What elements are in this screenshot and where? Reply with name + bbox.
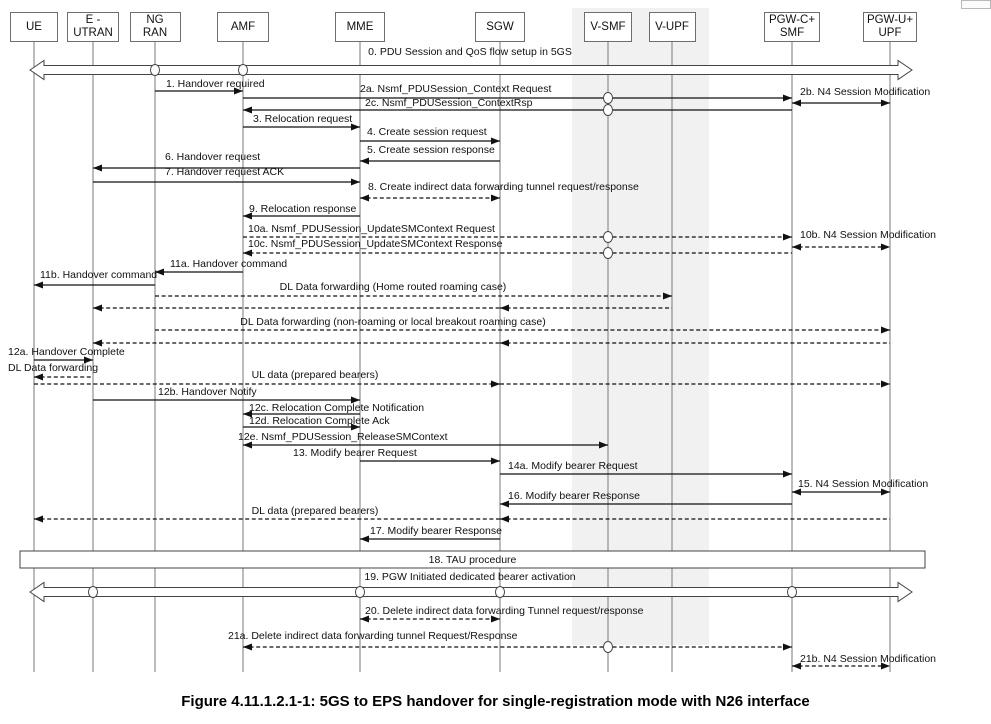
- arrowhead-icon: [360, 194, 369, 202]
- arrowhead-icon: [243, 249, 252, 257]
- arrowhead-icon: [663, 292, 672, 300]
- arrowhead-icon: [351, 396, 360, 404]
- arrowhead-icon: [881, 326, 890, 334]
- arrowhead-icon: [500, 339, 509, 347]
- lifeline-circle-icon: [355, 586, 365, 598]
- corner-artifact: [961, 0, 991, 9]
- arrowhead-icon: [783, 643, 792, 651]
- figure-caption: Figure 4.11.1.2.1-1: 5GS to EPS handover…: [181, 693, 810, 710]
- arrowhead-icon: [155, 268, 164, 276]
- arrowhead-icon: [792, 662, 801, 670]
- arrowhead-icon: [491, 457, 500, 465]
- arrowhead-icon: [792, 99, 801, 107]
- arrowhead-icon: [783, 94, 792, 102]
- arrowhead-icon: [84, 356, 93, 364]
- arrowhead-icon: [881, 99, 890, 107]
- arrowhead-icon: [783, 470, 792, 478]
- diagram-canvas: [19, 8, 926, 672]
- arrowhead-icon: [881, 488, 890, 496]
- arrowhead-icon: [500, 304, 509, 312]
- arrowhead-icon: [881, 380, 890, 388]
- procedure-box: [19, 550, 926, 569]
- arrowhead-icon: [491, 137, 500, 145]
- arrowhead-icon: [351, 178, 360, 186]
- lifeline-circle-icon: [603, 104, 613, 116]
- arrowhead-icon: [500, 500, 509, 508]
- arrowhead-icon: [243, 212, 252, 220]
- arrowhead-icon: [93, 339, 102, 347]
- lifeline-circle-icon: [603, 247, 613, 259]
- arrowhead-icon: [599, 441, 608, 449]
- arrowhead-icon: [243, 410, 252, 418]
- lifeline-circle-icon: [603, 231, 613, 243]
- arrowhead-icon: [34, 515, 43, 523]
- arrowhead-icon: [234, 87, 243, 95]
- lifeline-circle-icon: [150, 64, 160, 76]
- arrowhead-icon: [491, 615, 500, 623]
- arrowhead-icon: [360, 157, 369, 165]
- wide-arrow-band: [29, 59, 913, 81]
- arrowhead-icon: [491, 380, 500, 388]
- arrowhead-icon: [792, 488, 801, 496]
- arrowhead-icon: [491, 194, 500, 202]
- sequence-diagram: 0. PDU Session and QoS flow setup in 5GS…: [8, 8, 936, 672]
- arrowhead-icon: [360, 615, 369, 623]
- arrowhead-icon: [360, 535, 369, 543]
- lifeline-circle-icon: [88, 586, 98, 598]
- arrowhead-icon: [783, 233, 792, 241]
- arrowhead-icon: [34, 373, 43, 381]
- wide-arrow-band: [29, 581, 913, 603]
- arrowhead-icon: [243, 106, 252, 114]
- lifeline-circle-icon: [495, 586, 505, 598]
- arrowhead-icon: [93, 304, 102, 312]
- arrowhead-icon: [351, 423, 360, 431]
- arrowhead-icon: [792, 243, 801, 251]
- arrowhead-icon: [881, 243, 890, 251]
- arrowhead-icon: [243, 643, 252, 651]
- lifeline-circle-icon: [238, 64, 248, 76]
- highlight-band: [572, 8, 709, 645]
- lifeline-circle-icon: [603, 641, 613, 653]
- arrowhead-icon: [93, 164, 102, 172]
- lifeline-circle-icon: [787, 586, 797, 598]
- arrowhead-icon: [881, 662, 890, 670]
- arrowhead-icon: [34, 281, 43, 289]
- lifeline-circle-icon: [603, 92, 613, 104]
- arrowhead-icon: [243, 441, 252, 449]
- arrowhead-icon: [351, 123, 360, 131]
- arrowhead-icon: [500, 515, 509, 523]
